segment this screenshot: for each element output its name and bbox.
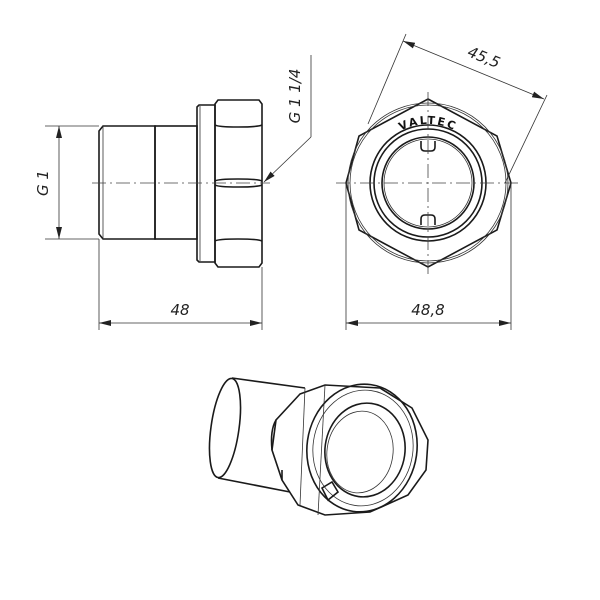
nut-leader-line [263, 136, 312, 183]
across-flats-dimension-line [402, 40, 545, 100]
g114-label: G 1 1/4 [286, 69, 304, 124]
across-flats-label: 45,5 [465, 43, 503, 72]
hex-nut-body [271, 384, 429, 516]
length-label: 48 [170, 301, 189, 319]
nut-bore [324, 402, 406, 498]
across-corners-label: 48,8 [411, 301, 444, 319]
body-section [154, 125, 198, 240]
hex-nut [214, 99, 263, 268]
isometric-view [208, 377, 429, 516]
thread-end-ellipse [208, 377, 242, 479]
nut-face-outer [306, 383, 418, 513]
front-view: VALTEC 45,5 48,8 [336, 33, 548, 330]
thread-section [98, 125, 156, 240]
valtec-logo: VALTEC [397, 114, 459, 134]
inner-slot [320, 480, 340, 502]
g1-label: G 1 [34, 170, 52, 196]
side-view: G 1 G 1 1/4 48 [34, 55, 312, 330]
